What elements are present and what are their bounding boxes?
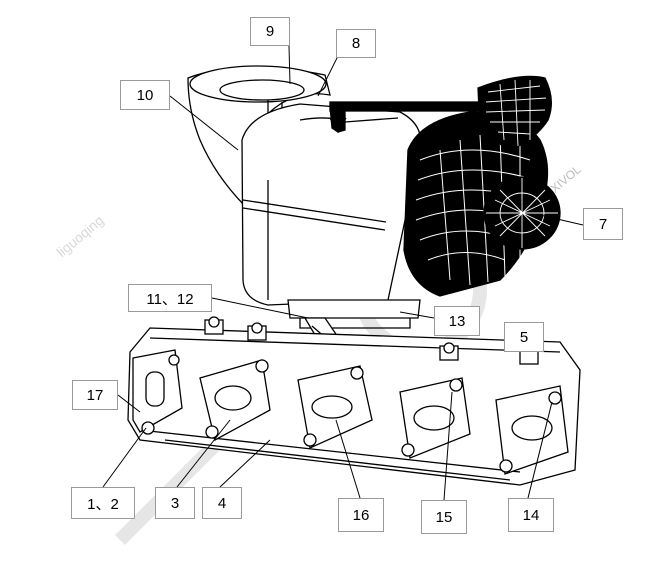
turbo-base-flange — [287, 299, 421, 319]
compressor-housing — [241, 103, 422, 306]
port-flange-1 — [132, 349, 183, 435]
callout-5: 5 — [504, 322, 544, 352]
callout-14: 14 — [508, 498, 554, 532]
callout-1-2: 1、2 — [71, 487, 135, 519]
top-bosses — [204, 316, 539, 365]
turbocharger — [187, 65, 561, 329]
callout-16: 16 — [338, 498, 384, 532]
callout-4: 4 — [202, 487, 242, 519]
callout-15: 15 — [421, 500, 467, 534]
callout-10: 10 — [120, 80, 170, 110]
callout-11-12: 11、12 — [128, 284, 212, 312]
callout-3: 3 — [155, 487, 195, 519]
leader-lines — [102, 45, 584, 501]
port-flange-2 — [199, 359, 271, 441]
turbine-outlet-elbow — [477, 75, 552, 151]
callout-8: 8 — [336, 29, 376, 58]
callout-7: 7 — [583, 208, 623, 240]
callout-13: 13 — [434, 306, 480, 336]
callout-17: 17 — [72, 380, 118, 410]
port-flange-3 — [297, 365, 373, 449]
exhaust-manifold — [127, 316, 581, 486]
turbine-housing — [403, 111, 549, 297]
port-flange-4 — [399, 377, 471, 459]
callout-9: 9 — [250, 17, 290, 46]
inlet-opening — [189, 65, 327, 103]
